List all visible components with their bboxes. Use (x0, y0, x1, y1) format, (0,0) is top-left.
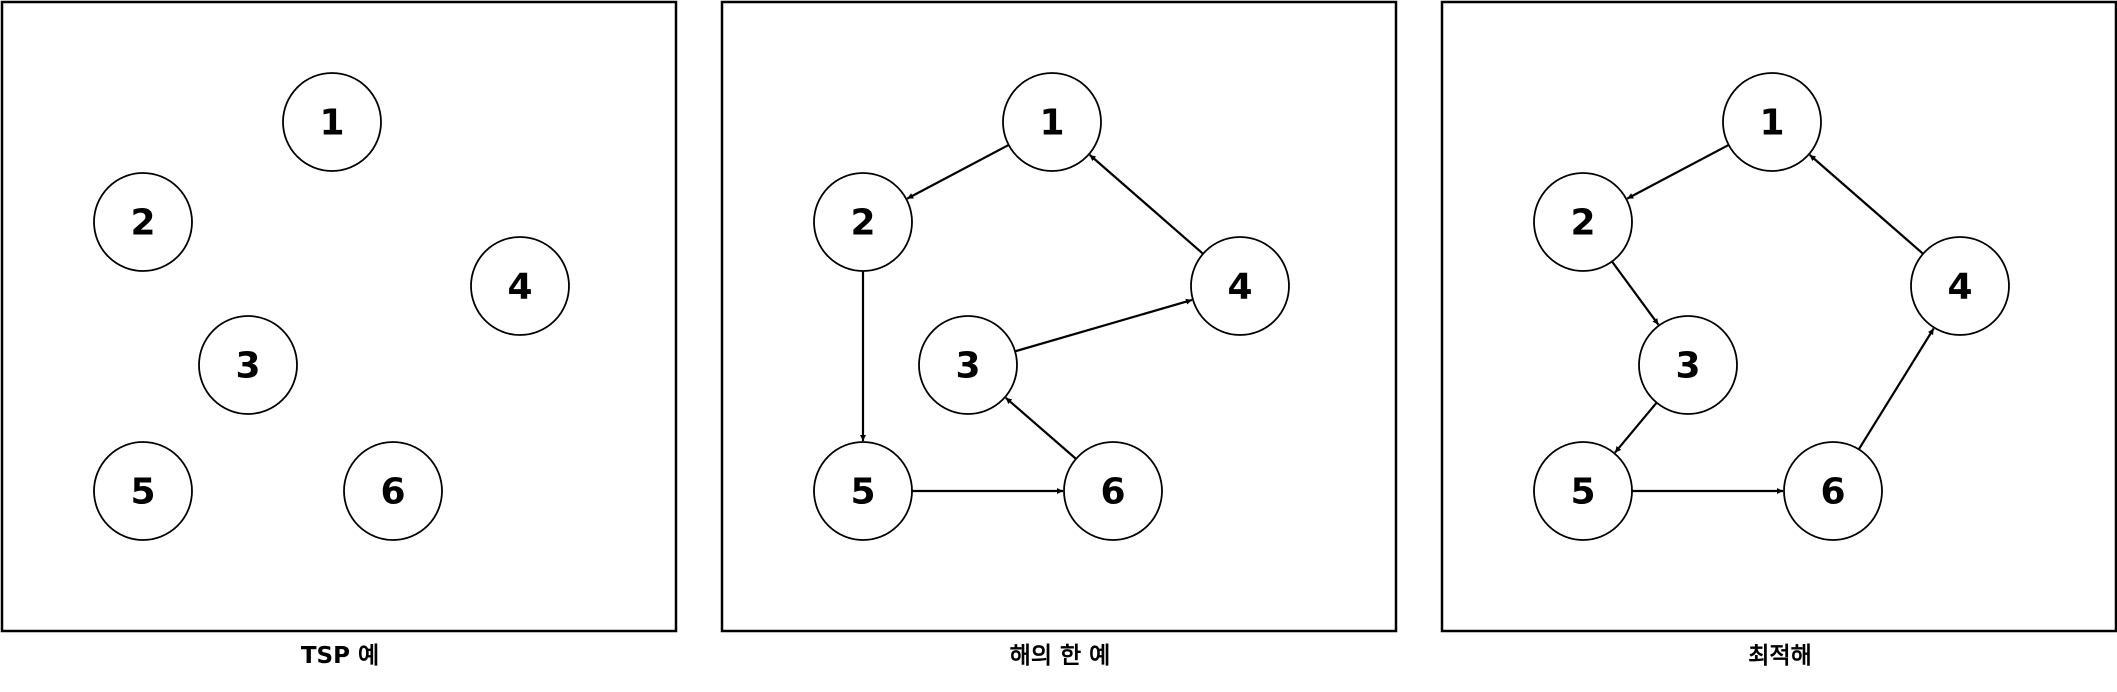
node-5: 5 (93, 441, 193, 541)
node-label: 2 (1570, 203, 1595, 244)
node-1: 1 (282, 72, 382, 172)
node-4: 4 (1190, 236, 1290, 336)
node-2: 2 (1533, 172, 1633, 272)
node-6: 6 (1783, 441, 1883, 541)
node-circle (1190, 236, 1290, 336)
node-label: 5 (1570, 472, 1595, 513)
edge-arrow-6-to-4 (1857, 327, 1935, 450)
node-5: 5 (1533, 441, 1633, 541)
edge-arrow-3-to-5 (1614, 401, 1658, 454)
node-4: 4 (470, 236, 570, 336)
node-3: 3 (1638, 315, 1738, 415)
node-label: 4 (1227, 267, 1252, 308)
node-label: 2 (850, 203, 875, 244)
node-1: 1 (1002, 72, 1102, 172)
edge-group (860, 143, 1204, 494)
node-label: 5 (850, 472, 875, 513)
node-circle (1910, 236, 2010, 336)
node-circle (1722, 72, 1822, 172)
node-label: 1 (1039, 103, 1064, 144)
node-circle (93, 441, 193, 541)
panel-caption: 최적해 (1748, 643, 1811, 669)
node-label: 2 (130, 203, 155, 244)
node-label: 3 (235, 346, 260, 387)
node-label: 1 (1759, 103, 1784, 144)
node-4: 4 (1910, 236, 2010, 336)
node-circle (198, 315, 298, 415)
edge-group (1611, 143, 1935, 494)
node-circle (282, 72, 382, 172)
edge-arrow-2-to-3 (1611, 260, 1660, 326)
node-circle (93, 172, 193, 272)
edge-arrow-6-to-3 (1005, 396, 1077, 460)
node-1: 1 (1722, 72, 1822, 172)
node-label: 1 (319, 103, 344, 144)
node-label: 3 (955, 346, 980, 387)
edge-arrow-1-to-2 (906, 143, 1010, 200)
edge-arrow-4-to-1 (1088, 154, 1204, 255)
panel-caption: 해의 한 예 (1010, 643, 1111, 669)
node-circle (1533, 441, 1633, 541)
node-label: 6 (380, 472, 405, 513)
node-6: 6 (343, 441, 443, 541)
node-circle (1002, 72, 1102, 172)
node-circle (343, 441, 443, 541)
node-label: 3 (1675, 346, 1700, 387)
node-5: 5 (813, 441, 913, 541)
node-circle (1783, 441, 1883, 541)
node-circle (813, 441, 913, 541)
node-circle (918, 315, 1018, 415)
node-label: 4 (1947, 267, 1972, 308)
node-label: 5 (130, 472, 155, 513)
node-label: 4 (507, 267, 532, 308)
node-6: 6 (1063, 441, 1163, 541)
node-circle (470, 236, 570, 336)
edge-arrow-1-to-2 (1626, 143, 1730, 200)
panel-optimal-solution: 1 2 3 4 5 6 최적해 (1440, 0, 2117, 669)
node-label: 6 (1820, 472, 1845, 513)
node-3: 3 (918, 315, 1018, 415)
panel-caption: TSP 예 (301, 643, 379, 669)
panel-one-solution: 1 2 3 4 5 6 해의 한 예 (720, 0, 1398, 669)
node-3: 3 (198, 315, 298, 415)
node-label: 6 (1100, 472, 1125, 513)
edge-arrow-3-to-4 (1014, 298, 1193, 353)
edge-arrow-4-to-1 (1808, 154, 1924, 255)
node-2: 2 (813, 172, 913, 272)
node-circle (813, 172, 913, 272)
node-2: 2 (93, 172, 193, 272)
node-circle (1533, 172, 1633, 272)
node-circle (1063, 441, 1163, 541)
node-circle (1638, 315, 1738, 415)
